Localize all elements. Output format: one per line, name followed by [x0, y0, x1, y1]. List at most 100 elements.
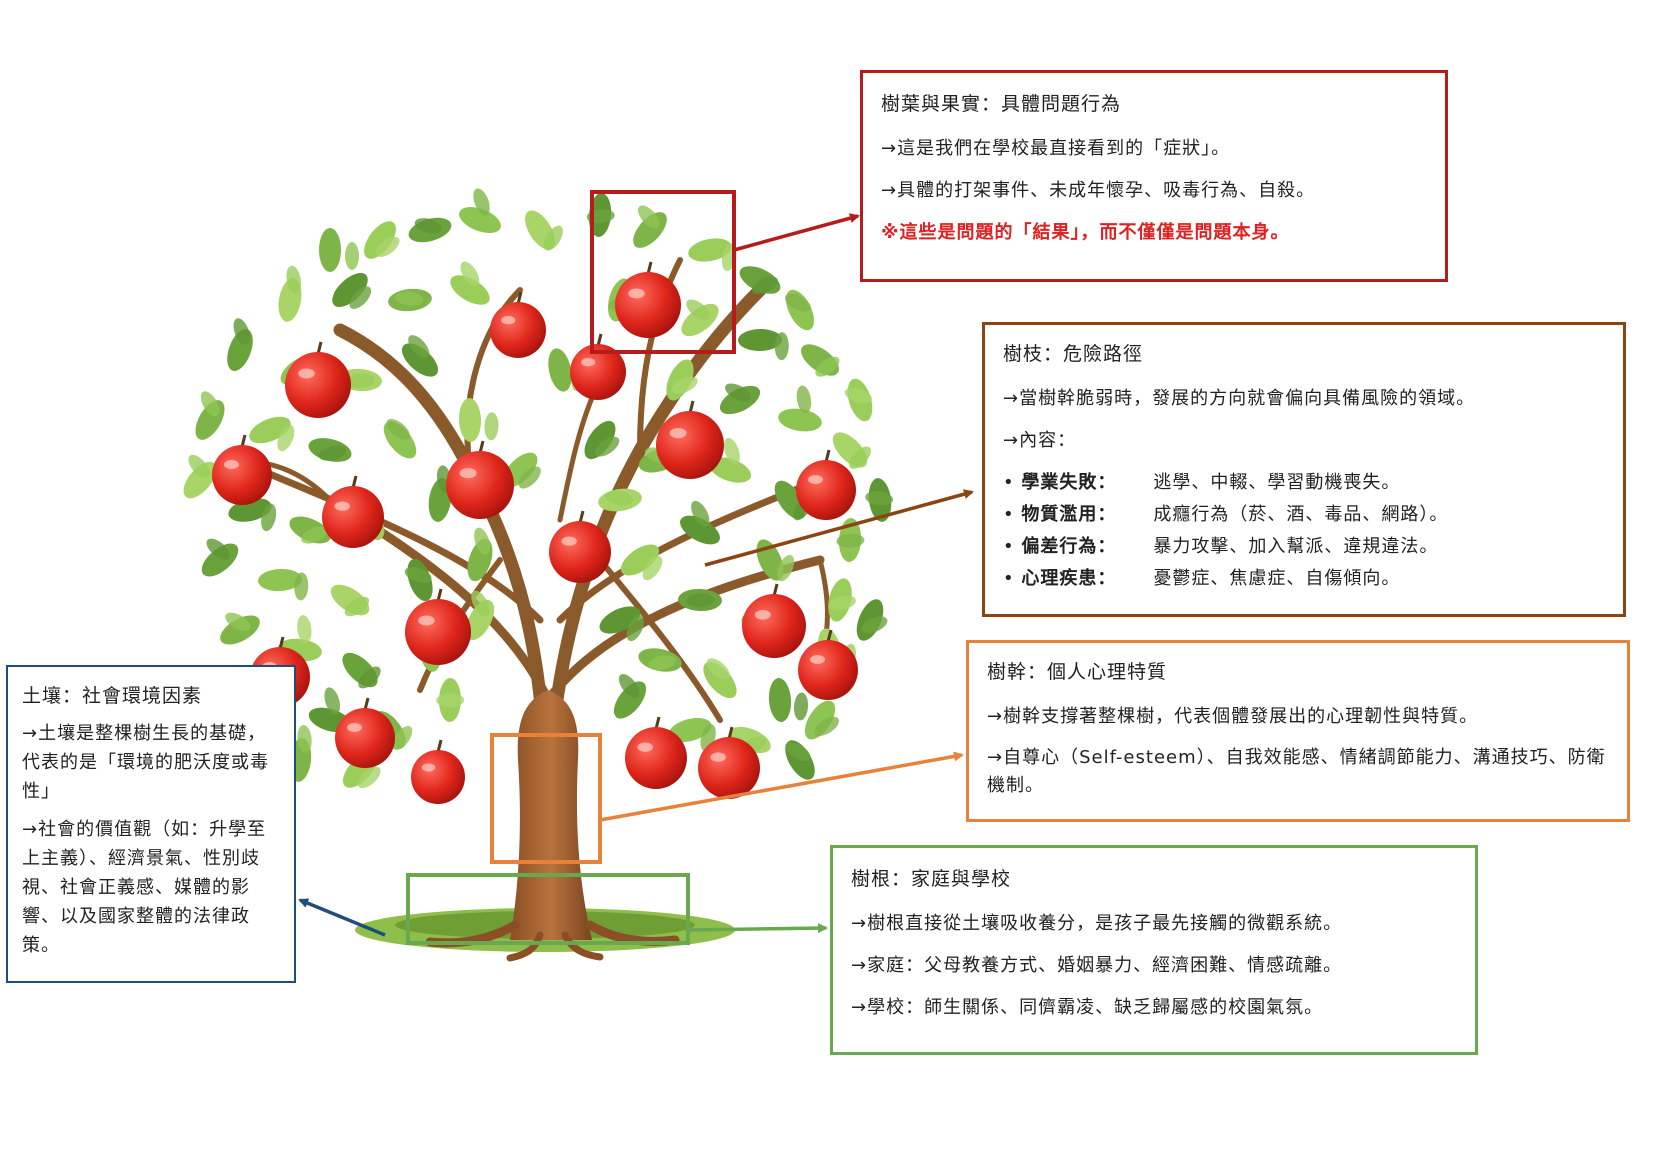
apple-stem: [826, 629, 833, 643]
leaf-icon: [344, 596, 370, 617]
leaf-icon: [286, 265, 302, 294]
apple-highlight: [710, 752, 726, 762]
leaf-icon: [849, 446, 871, 469]
trunk-box-line-1: →樹幹支撐著整棵樹，代表個體發展出的心理韌性與特質。: [987, 706, 1479, 727]
leaf-icon: [671, 376, 698, 394]
leaf-icon: [474, 527, 491, 555]
leaf-icon: [828, 595, 856, 611]
apple-highlight: [418, 615, 435, 626]
apple-highlight: [347, 723, 362, 732]
apple-icon: [335, 708, 395, 768]
branch-box-line-1: →當樹幹脆弱時，發展的方向就會偏向具備風險的領域。: [1003, 388, 1476, 409]
leaf-icon: [401, 343, 439, 377]
apple-icon: [446, 451, 514, 519]
branch-item: • 偏差行為：暴力攻擊、加入幫派、違規違法。: [1003, 536, 1439, 557]
leaf-icon: [233, 318, 250, 345]
leaf-icon: [777, 554, 795, 582]
leaf-icon: [201, 543, 239, 577]
apple-stem: [596, 333, 603, 347]
soil-box-line-2: →社會的價值觀（如：升學至上主義）、經濟景氣、性別歧視、社會正義感、媒體的影響、…: [22, 819, 267, 956]
leaf-icon: [584, 420, 616, 460]
fruit-box-note: ※這些是問題的「結果」，而不僅僅是問題本身。: [881, 222, 1290, 243]
apple-icon: [549, 521, 611, 583]
leaf-icon: [349, 286, 372, 309]
leaf-icon: [680, 515, 720, 545]
leaf-icon: [364, 221, 396, 259]
apples: [212, 261, 858, 804]
trunk-info-box: 樹幹：個人心理特質 →樹幹支撐著整棵樹，代表個體發展出的心理韌性與特質。 →自尊…: [966, 640, 1630, 822]
fruit-box-title: 樹葉與果實：具體問題行為: [881, 93, 1122, 115]
leaf-icon: [543, 225, 563, 251]
fruit-box-line-1: →這是我們在學校最直接看到的「症狀」。: [881, 138, 1231, 159]
leaf-icon: [408, 335, 430, 359]
apple-stem: [727, 726, 734, 740]
roots-arrow: [687, 923, 828, 934]
apple-stem: [363, 697, 370, 711]
leaf-icon: [618, 674, 640, 698]
leaf-icon: [345, 242, 359, 270]
leaf-icon: [484, 412, 499, 441]
leaf-icon: [681, 303, 719, 337]
leaf-icon: [318, 445, 347, 461]
roots-box-line-2: →家庭：父母教養方式、婚姻暴力、經濟困難、情感疏離。: [851, 955, 1343, 976]
leaf-icon: [297, 724, 312, 753]
apple-stem: [772, 583, 779, 597]
leaf-icon: [620, 544, 660, 576]
apple-icon: [411, 750, 465, 804]
leaf-icon: [738, 328, 782, 352]
apple-icon: [625, 727, 687, 789]
roots-box-title: 樹根：家庭與學校: [851, 868, 1012, 890]
leaf-icon: [358, 666, 381, 689]
leaf-icon: [459, 207, 501, 233]
leaf-icon: [294, 572, 309, 601]
roots-box-line-1: →樹根直接從土壤吸收養分，是孩子最先接觸的微觀系統。: [851, 913, 1343, 934]
leaf-icon: [865, 491, 894, 506]
leaf-icon: [225, 612, 251, 632]
apple-stem: [316, 341, 323, 355]
apple-stem: [240, 434, 247, 448]
leaf-icon: [346, 373, 375, 389]
apple-stem: [351, 475, 358, 489]
tree-trunk: [510, 690, 592, 940]
apple-icon: [656, 411, 724, 479]
apple-stem: [516, 291, 523, 305]
branch-arrow: [704, 489, 974, 567]
leaf-icon: [778, 408, 822, 432]
leaf-icon: [458, 398, 482, 442]
leaf-icon: [708, 457, 752, 483]
apple-icon: [212, 445, 272, 505]
apple-icon: [322, 486, 384, 548]
leaf-icon: [324, 687, 341, 715]
apple-highlight: [810, 655, 825, 664]
leaf-icon: [297, 615, 312, 644]
apple-stem: [646, 261, 653, 275]
trunk-highlight-box: [490, 733, 602, 864]
leaf-icon: [386, 419, 410, 440]
trunk-box-title: 樹幹：個人心理特質: [987, 661, 1168, 683]
leaf-icon: [785, 742, 811, 762]
fruit-arrow: [733, 213, 860, 252]
apple-highlight: [669, 428, 687, 439]
fruit-box-line-2: →具體的打架事件、未成年懷孕、吸毒行為、自殺。: [881, 180, 1316, 201]
leaf-icon: [450, 275, 490, 305]
leaf-icon: [357, 766, 381, 789]
apple-stem: [654, 716, 661, 730]
apple-highlight: [298, 368, 315, 379]
apple-highlight: [637, 742, 653, 752]
fruit-highlight-box: [590, 190, 736, 354]
leaf-icon: [804, 700, 836, 740]
leaf-icon: [723, 437, 740, 465]
apple-highlight: [421, 763, 436, 772]
leaf-icon: [688, 238, 732, 262]
apple-highlight: [808, 475, 823, 484]
branch-info-box: 樹枝：危險路徑 →當樹幹脆弱時，發展的方向就會偏向具備風險的領域。 →內容： •…: [982, 322, 1626, 617]
fruit-info-box: 樹葉與果實：具體問題行為 →這是我們在學校最直接看到的「症狀」。 →具體的打架事…: [860, 70, 1448, 282]
soil-box-title: 土壤：社會環境因素: [22, 685, 203, 707]
leaf-icon: [319, 228, 341, 272]
trunk-box-line-2: →自尊心（Self-esteem）、自我效能感、情緒調節能力、溝通技巧、防衛機制…: [987, 747, 1606, 796]
leaf-icon: [392, 725, 413, 751]
branch-item: • 學業失敗：逃學、中輟、學習動機喪失。: [1003, 472, 1401, 493]
apple-highlight: [628, 288, 645, 299]
leaf-icon: [258, 568, 302, 592]
